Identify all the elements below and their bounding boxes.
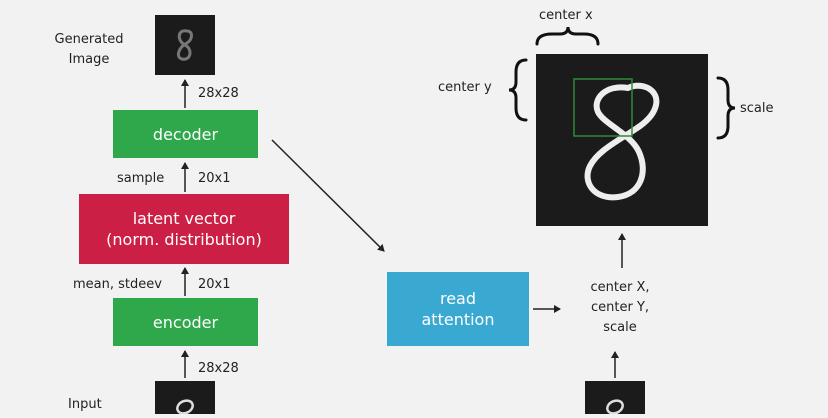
input-label: Input: [68, 397, 102, 412]
latent-vector-box: latent vector (norm. distribution): [79, 194, 289, 264]
attention-window: [573, 78, 633, 137]
attention-input-thumbnail: [585, 381, 645, 415]
decoder-label: decoder: [152, 124, 219, 144]
center-y-label: center y: [438, 80, 492, 95]
read-attention-label: read attention: [421, 289, 495, 329]
dim-20x1-latent: 20x1: [198, 171, 231, 186]
dim-28x28-top: 28x28: [198, 86, 239, 101]
generated-image-thumbnail: [155, 15, 215, 75]
generated-image-label: Generated Image: [54, 32, 124, 67]
mean-stdeev-label: mean, stdeev: [73, 277, 162, 292]
latent-vector-label: latent vector (norm. distribution): [106, 209, 262, 249]
center-y-brace: [508, 58, 528, 122]
input-image-thumbnail: [155, 381, 215, 415]
dim-20x1-encoder: 20x1: [198, 277, 231, 292]
sample-label: sample: [117, 171, 165, 186]
center-x-brace: [535, 26, 600, 46]
attention-image: [536, 54, 708, 226]
encoder-box: encoder: [113, 298, 258, 346]
encoder-label: encoder: [152, 312, 219, 332]
center-x-label: center x: [539, 8, 593, 23]
scale-brace: [716, 76, 736, 140]
scale-label: scale: [740, 101, 774, 116]
read-attention-box: read attention: [387, 272, 529, 346]
decoder-box: decoder: [113, 110, 258, 158]
dim-28x28-input: 28x28: [198, 361, 239, 376]
arrow-decoder-to-read-attention: [271, 139, 385, 252]
attention-params-label: center X, center Y, scale: [590, 280, 650, 335]
